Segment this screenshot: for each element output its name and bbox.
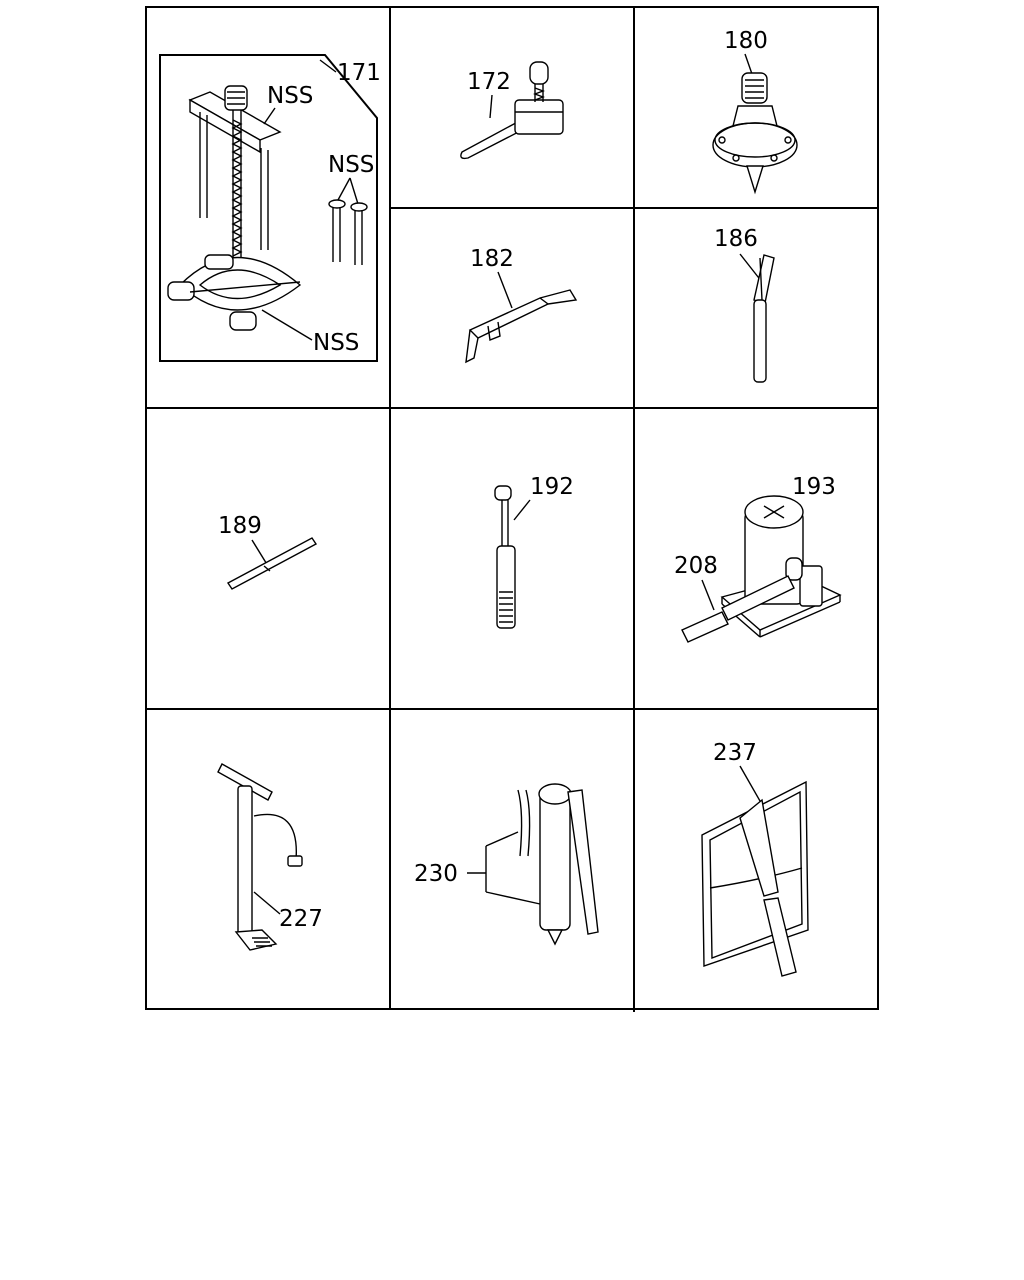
cell-227-pump: 227 (217, 763, 323, 951)
callout-208: 208 (674, 553, 718, 579)
cell-180-tool: 180 (712, 28, 798, 195)
callout-193: 193 (792, 474, 836, 500)
puller-crossbar: NSS (188, 83, 313, 154)
diagram-grid (145, 6, 879, 1012)
callout-171-nss-separator: NSS (313, 330, 359, 356)
callout-180: 180 (724, 28, 768, 54)
puller-legs (199, 110, 269, 262)
callout-172: 172 (467, 69, 511, 95)
callout-171-nss-bolts: NSS (328, 152, 374, 178)
kit-171-frame (159, 54, 378, 362)
callout-237: 237 (713, 740, 757, 766)
callout-171: 171 (337, 60, 381, 86)
cell-208-jack-handle: 208 (674, 553, 795, 643)
callout-192: 192 (530, 474, 574, 500)
cell-230-grease-gun: 230 (414, 783, 599, 946)
callout-171-nss-crossbar: NSS (267, 83, 313, 109)
cell-186-pry-tool: 186 (714, 226, 775, 383)
callout-230: 230 (414, 861, 458, 887)
cell-172-wrench: 172 (460, 61, 564, 160)
cell-182-bracket: 182 (465, 246, 578, 364)
cell-189-rod: 189 (218, 513, 318, 590)
callout-186: 186 (714, 226, 758, 252)
callout-189: 189 (218, 513, 262, 539)
cell-192-probe: 192 (494, 474, 574, 629)
cell-237-bag: 237 (701, 740, 809, 977)
callout-227: 227 (279, 906, 323, 932)
puller-bolts: NSS (328, 152, 374, 265)
callout-182: 182 (470, 246, 514, 272)
bearing-separator: NSS (167, 254, 359, 356)
cell-171-puller-kit: 171 NSS NSS (159, 54, 381, 362)
grid-outline (145, 6, 879, 1010)
